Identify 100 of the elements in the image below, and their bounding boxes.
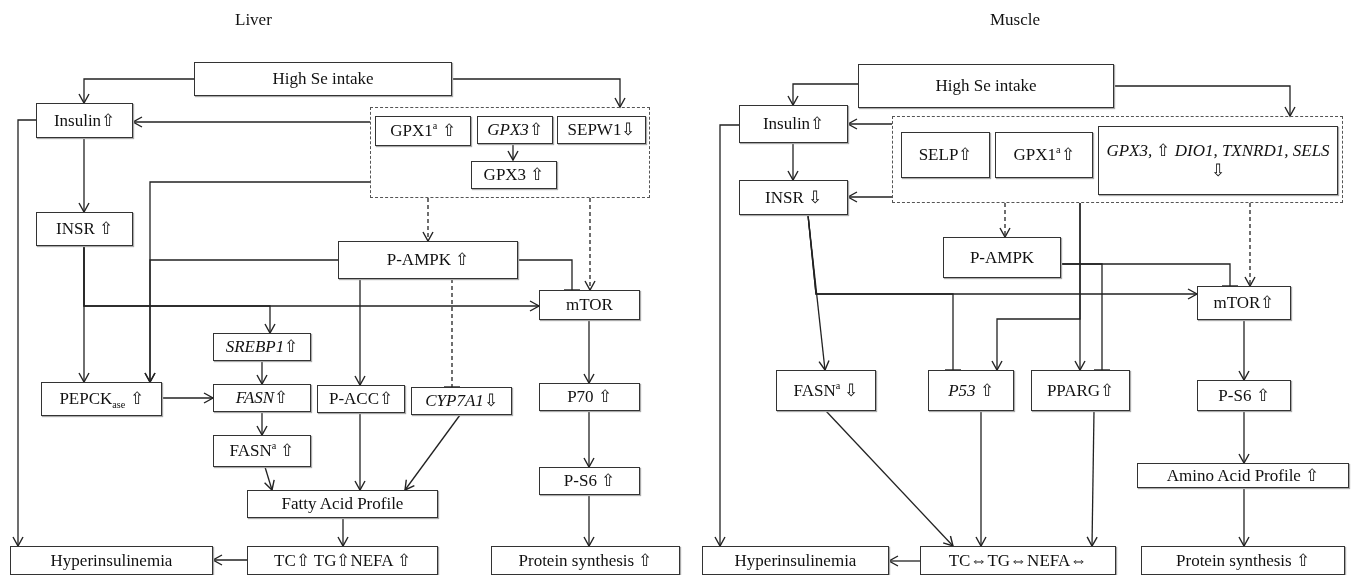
node-label: Hyperinsulinemia — [734, 550, 857, 571]
arrow — [1113, 85, 1296, 117]
arrow — [847, 118, 893, 130]
node-label: GPX3, ⇧ DIO1, TXNRD1, SELS ⇩ — [1105, 140, 1331, 181]
process-box — [920, 546, 1116, 575]
process-box — [213, 435, 311, 467]
process-box — [1197, 380, 1291, 411]
node-label: mTOR⇧ — [1213, 293, 1275, 313]
arrow — [83, 245, 276, 334]
process-box — [928, 370, 1014, 411]
arrow — [422, 197, 434, 242]
process-box — [247, 490, 438, 518]
process-box — [10, 546, 213, 575]
arrow — [583, 494, 595, 547]
arrow — [12, 119, 37, 547]
node-label: Fatty Acid Profile — [281, 494, 404, 514]
process-box — [702, 546, 889, 575]
arrow — [825, 410, 954, 547]
arrow — [256, 411, 268, 436]
process-box — [539, 290, 640, 320]
arrow — [1244, 202, 1256, 287]
node-label: GPX3⇧ — [487, 120, 543, 140]
arrow — [256, 360, 268, 385]
node-label: P70 ⇧ — [567, 387, 612, 407]
node-label: CYP7A1⇩ — [425, 391, 498, 411]
node-label: P53 ⇧ — [948, 380, 994, 401]
arrow — [1086, 410, 1098, 547]
node-label: FASN$^{a}$ ⇩ — [793, 380, 859, 401]
node-label: Protein synthesis ⇧ — [1176, 550, 1310, 571]
arrow — [354, 412, 366, 491]
node-label: P-ACC⇧ — [328, 389, 394, 409]
process-box — [247, 546, 438, 575]
node-label: FASN$^{a}$ ⇧ — [229, 441, 295, 461]
node-label: PEPCK$_{ase}$ ⇧ — [59, 389, 144, 409]
arrow — [1238, 410, 1250, 464]
process-box — [539, 383, 640, 411]
node-label: Insulin⇧ — [53, 110, 116, 131]
node-label: Amino Acid Profile ⇧ — [1166, 465, 1320, 486]
arrow — [132, 116, 371, 128]
dashed-group-box — [370, 107, 650, 198]
process-box — [213, 333, 311, 361]
arrow — [847, 191, 893, 203]
node-label: P-S6 ⇧ — [563, 471, 616, 491]
node-label: INSR ⇩ — [765, 187, 822, 208]
node-label: P-AMPK — [969, 247, 1035, 268]
arrow — [888, 555, 921, 567]
process-box — [1098, 126, 1338, 195]
process-box — [776, 370, 876, 411]
arrow — [354, 278, 366, 386]
node-label: INSR ⇧ — [56, 219, 113, 239]
process-box — [477, 116, 553, 144]
arrow — [1238, 487, 1250, 547]
arrow — [337, 517, 349, 547]
arrow — [787, 142, 799, 181]
arrow — [144, 259, 339, 383]
arrow — [404, 414, 461, 491]
process-box — [943, 237, 1061, 278]
node-label: Insulin⇧ — [762, 114, 825, 134]
process-box — [539, 467, 640, 495]
process-box — [1137, 463, 1349, 488]
arrow — [714, 124, 740, 547]
node-label: Protein synthesis ⇧ — [518, 550, 653, 571]
arrow — [263, 466, 275, 491]
arrow — [583, 410, 595, 468]
node-label: TC⇧ TG⇧NEFA ⇧ — [274, 550, 411, 571]
arrow — [999, 202, 1011, 238]
node-label: High Se intake — [935, 76, 1037, 96]
arrow — [212, 554, 248, 566]
process-box — [338, 241, 518, 279]
process-box — [1031, 370, 1130, 411]
arrow — [451, 78, 626, 108]
process-box — [1197, 286, 1291, 320]
arrow — [1238, 319, 1250, 381]
process-box — [557, 116, 646, 144]
node-label: mTOR — [566, 295, 613, 315]
process-box — [901, 132, 990, 178]
node-label: GPX1$^{a}$⇧ — [1013, 145, 1075, 165]
arrow — [507, 142, 519, 161]
node-label: P-S6 ⇧ — [1218, 385, 1270, 406]
arrow — [161, 392, 214, 404]
node-label: SELP⇧ — [918, 145, 973, 165]
panel-title: Muscle — [990, 10, 1041, 30]
node-label: PPARG⇧ — [1046, 380, 1115, 401]
arrow — [787, 83, 859, 106]
node-label: P-AMPK ⇧ — [386, 250, 470, 270]
process-box — [858, 64, 1114, 108]
process-box — [471, 161, 557, 189]
process-box — [41, 382, 162, 416]
node-label: SEPW1⇩ — [567, 120, 636, 140]
process-box — [491, 546, 680, 575]
process-box — [36, 103, 133, 138]
process-box — [36, 212, 133, 246]
node-label: SREBP1⇧ — [225, 337, 299, 357]
process-box — [411, 387, 512, 415]
arrow — [78, 137, 90, 213]
process-box — [317, 385, 405, 413]
process-box — [375, 116, 471, 146]
process-box — [194, 62, 452, 96]
node-label: GPX3 ⇧ — [483, 165, 545, 185]
panel-title: Liver — [235, 10, 272, 30]
